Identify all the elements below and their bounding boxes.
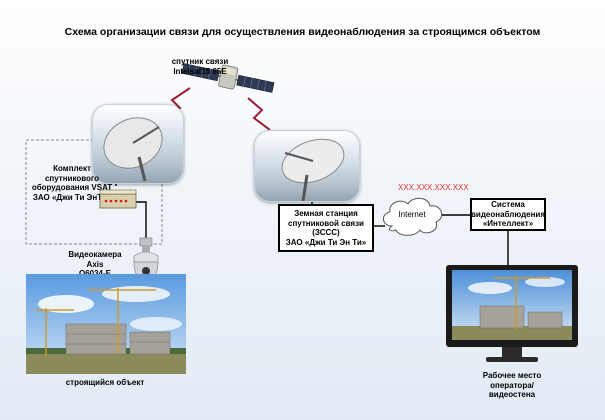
earth-station-line4: ЗАО «Джи Ти Эн Ти» [285, 237, 367, 247]
camera-label-line2: Q6034-E [78, 269, 112, 278]
earth-station-line3: (ЗССС) [312, 228, 340, 237]
video-system-box: Система видеонаблюдения «Интеллект» [470, 198, 546, 231]
workstation-line3: видеостена [488, 390, 536, 399]
camera-label: Видеокамера Axis Q6034-E [60, 250, 130, 279]
internet-label: Internet [398, 210, 426, 219]
construction-site-image [26, 274, 186, 374]
internet-cloud [383, 197, 443, 236]
vsat-kit-line1: Комплект [53, 164, 91, 173]
vsat-kit-line2: спутникового [44, 173, 100, 183]
satellite-label-line2: Intelsat15 85E [173, 66, 227, 76]
video-system-label: Система видеонаблюдения «Интеллект» [471, 200, 545, 229]
construction-site-label: строящийся объект [65, 378, 145, 387]
earth-station-line1: Земная станция [294, 209, 358, 218]
remote-dish-image [92, 104, 184, 184]
workstation-label: Рабочее место оператора/ видеостена [472, 371, 552, 400]
video-system-line3: «Интеллект» [482, 219, 534, 229]
video-system-line1: Система [491, 200, 525, 210]
satellite-label: спутник связи Intelsat15 85E [160, 57, 240, 76]
earth-station-line2: спутниковой связи [288, 218, 364, 228]
vsat-kit-line4: ЗАО «Джи Ти ЭнТи» [32, 192, 112, 202]
modem-camera-link [136, 201, 147, 238]
vsat-kit-label: Комплект спутникового оборудования VSAT … [30, 164, 114, 202]
satellite-dish-icon [103, 117, 163, 182]
satellite-dish-icon [281, 138, 345, 201]
vsat-kit-line3: оборудования VSAT [31, 183, 113, 192]
earth-station-label: Земная станция спутниковой связи (ЗССС) … [286, 209, 367, 247]
satellite-label-line1: спутник связи [171, 57, 229, 66]
workstation-line2: оператора/ [490, 380, 534, 390]
ip-address: XXX.XXX.XXX.XXX [398, 183, 469, 192]
earth-station-box: Земная станция спутниковой связи (ЗССС) … [278, 204, 374, 252]
diagram-title: Схема организации связи для осуществлени… [64, 26, 541, 38]
hub-dish-image [254, 130, 360, 202]
uplink-hub [247, 97, 271, 131]
workstation-line1: Рабочее место [482, 371, 542, 380]
video-system-line2: видеонаблюдения [470, 209, 546, 219]
camera-label-line1: Видеокамера Axis [68, 250, 122, 269]
